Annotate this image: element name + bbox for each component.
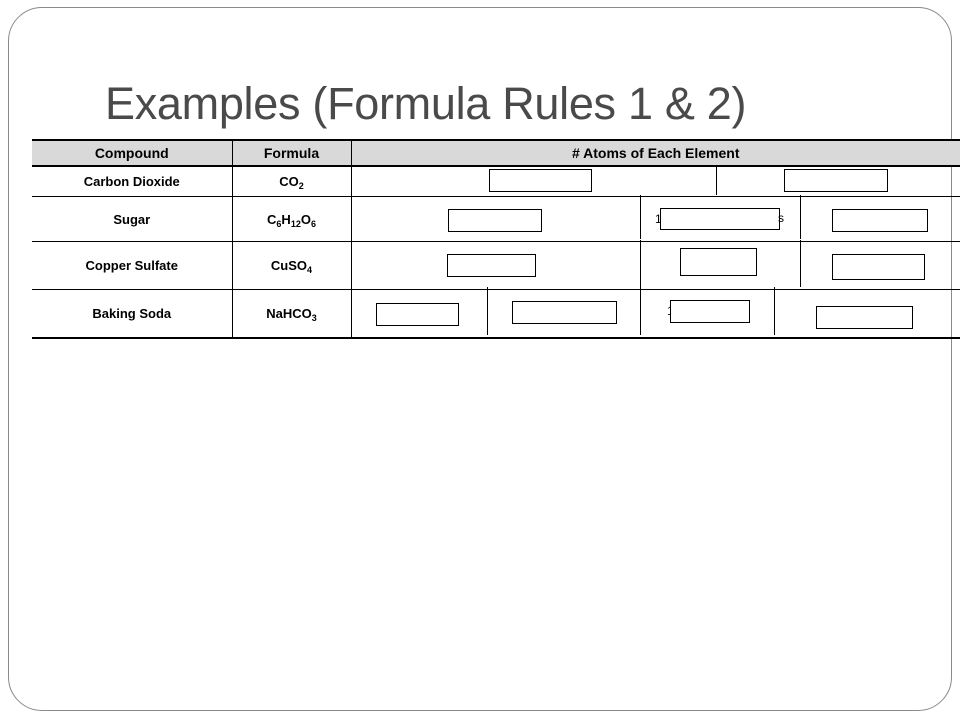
compound-name: Sugar (32, 196, 233, 242)
answer-box[interactable] (680, 248, 757, 276)
answer-box[interactable] (816, 306, 913, 329)
answer-box[interactable] (447, 254, 536, 277)
formula-cell: C6H12O6 (231, 196, 352, 242)
answer-box[interactable] (448, 209, 542, 232)
answer-box[interactable] (832, 209, 928, 232)
formula-cell: CuSO4 (231, 241, 352, 290)
answer-box[interactable] (660, 208, 780, 230)
answer-box[interactable] (512, 301, 617, 324)
answer-box[interactable] (376, 303, 459, 326)
slide-title: Examples (Formula Rules 1 & 2) (105, 78, 747, 129)
formula-symbol: CO (279, 174, 299, 189)
atoms-table-container: Compound Formula # Atoms of Each Element… (32, 139, 960, 339)
formula-subscript: 3 (311, 313, 317, 323)
answer-box[interactable] (832, 254, 925, 280)
answer-overlay: 1 s 1 (32, 139, 960, 337)
formula-cell: CO2 (231, 165, 352, 197)
slide-frame (8, 7, 952, 711)
answer-box[interactable] (784, 169, 888, 192)
formula-subscript: 2 (298, 181, 304, 191)
table-header-row: Compound Formula # Atoms of Each Element (32, 139, 960, 167)
formula-subscript: 12 (290, 218, 301, 229)
answer-box[interactable] (489, 169, 592, 192)
answer-box[interactable] (670, 300, 750, 323)
header-atoms: # Atoms of Each Element (350, 139, 960, 167)
formula-symbol: NaHCO (266, 306, 312, 321)
compound-name: Carbon Dioxide (32, 165, 233, 197)
formula-symbol: C (267, 211, 277, 227)
formula-subscript: 6 (310, 218, 316, 229)
formula-cell: NaHCO3 (231, 289, 352, 339)
compound-name: Copper Sulfate (32, 241, 233, 290)
formula-symbol: H (281, 211, 291, 227)
compound-name: Baking Soda (32, 289, 233, 339)
header-formula: Formula (231, 139, 352, 167)
formula-subscript: 6 (276, 218, 282, 229)
header-compound: Compound (32, 139, 233, 167)
formula-subscript: 4 (307, 265, 313, 275)
formula-symbol: O (300, 211, 311, 227)
formula-symbol: CuSO (270, 258, 308, 273)
